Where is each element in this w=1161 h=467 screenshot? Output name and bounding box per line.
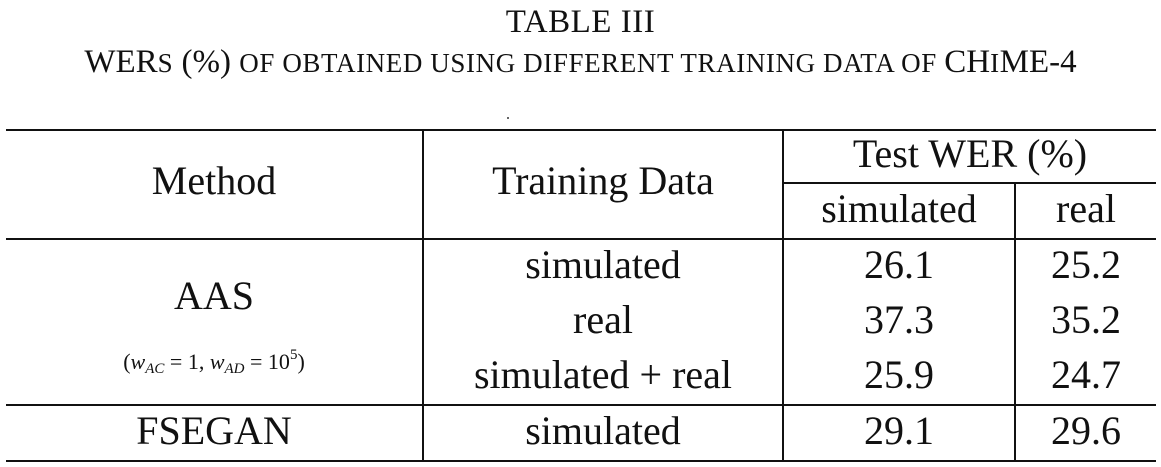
caption-plural-s: S bbox=[157, 48, 174, 78]
caption-wer: WER bbox=[84, 44, 158, 80]
table-cell-real: 29.6 bbox=[1051, 408, 1121, 453]
caption-me4: ME-4 bbox=[999, 44, 1077, 80]
header-method: Method bbox=[151, 158, 277, 203]
column-divider-3 bbox=[1014, 183, 1016, 462]
caption-percent: (%) bbox=[173, 44, 240, 80]
header-simulated: simulated bbox=[821, 186, 977, 231]
weights-exponent: 5 bbox=[289, 347, 298, 363]
table-cell-training: simulated bbox=[525, 242, 681, 287]
weights-eq1: = 1, bbox=[164, 349, 210, 374]
header-bottom-rule bbox=[6, 238, 1156, 240]
column-divider-1 bbox=[422, 129, 424, 462]
weights-eq2: = 10 bbox=[244, 349, 290, 374]
table-cell-sim: 26.1 bbox=[864, 242, 934, 287]
table-number: TABLE III bbox=[505, 4, 656, 40]
table-cell-real: 35.2 bbox=[1051, 297, 1121, 342]
header-training-data: Training Data bbox=[492, 158, 714, 203]
weights-w2: w bbox=[209, 349, 225, 374]
table-cell-real: 25.2 bbox=[1051, 242, 1121, 287]
method-fsegan: FSEGAN bbox=[136, 408, 292, 453]
weights-close: ) bbox=[297, 349, 305, 374]
table-caption: WERS (%) OF OBTAINED USING DIFFERENT TRA… bbox=[0, 40, 1161, 85]
column-divider-2 bbox=[782, 129, 784, 462]
header-real: real bbox=[1056, 186, 1116, 231]
table-cell-training: real bbox=[573, 297, 633, 342]
weights-open: ( bbox=[123, 349, 131, 374]
table-cell-sim: 25.9 bbox=[864, 352, 934, 397]
weights-w1: w bbox=[130, 349, 146, 374]
top-rule bbox=[6, 129, 1156, 131]
subheader-rule bbox=[783, 182, 1156, 184]
caption-body: OF OBTAINED USING DIFFERENT TRAINING DAT… bbox=[239, 48, 945, 78]
caption-ch: CH bbox=[944, 44, 991, 80]
table-cell-training: simulated bbox=[525, 408, 681, 453]
aas-weights: (wAC = 1, wAD = 105) bbox=[6, 340, 422, 384]
bottom-rule bbox=[6, 460, 1156, 462]
method-aas: AAS bbox=[173, 273, 255, 318]
header-test-wer: Test WER (%) bbox=[852, 131, 1088, 176]
group-separator-rule bbox=[6, 404, 1156, 406]
table-cell-sim: 37.3 bbox=[864, 297, 934, 342]
table-cell-real: 24.7 bbox=[1051, 352, 1121, 397]
stray-dot bbox=[507, 117, 509, 119]
table-cell-sim: 29.1 bbox=[864, 408, 934, 453]
weights-sub-ac: AC bbox=[145, 361, 165, 377]
weights-sub-ad: AD bbox=[224, 361, 245, 377]
caption-i: I bbox=[990, 48, 1000, 78]
table-cell-training: simulated + real bbox=[473, 352, 733, 397]
